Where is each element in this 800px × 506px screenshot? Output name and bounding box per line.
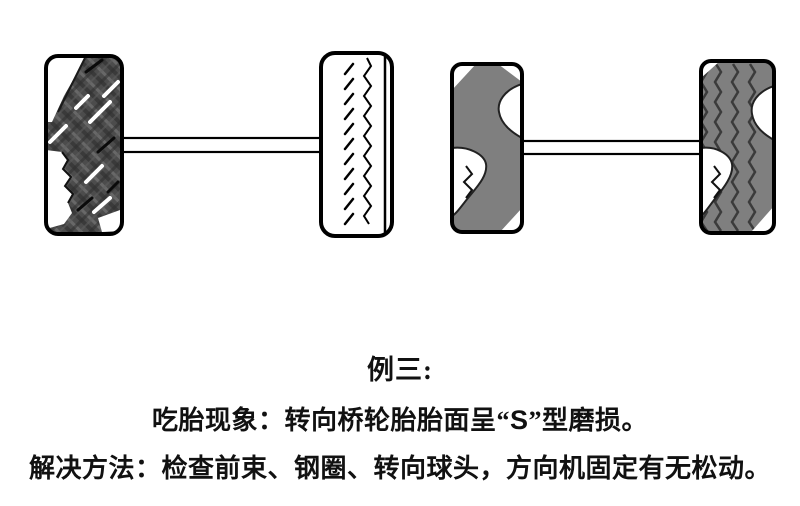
tire-wear-figure <box>44 51 776 238</box>
wear-patch-group-tire1 <box>46 57 121 232</box>
axle-shaft-left <box>119 136 324 154</box>
figure-title: 例三: <box>367 355 433 385</box>
tire-worn-gray <box>450 62 524 234</box>
tire-normal-tread <box>319 51 394 238</box>
hatch-highlight-dashes <box>48 56 120 214</box>
zigzag-wear-squiggle <box>462 165 474 199</box>
tire-worn-crosshatch <box>44 54 124 236</box>
phenomenon-text-prefix: 吃胎现象：转向桥轮胎胎面呈“ <box>151 406 510 435</box>
hatch-dark-dashes <box>76 58 120 212</box>
tread-dash-column <box>343 62 355 226</box>
phenomenon-line: 吃胎现象：转向桥轮胎胎面呈“S”型磨损。 <box>0 400 800 437</box>
tire2-outline <box>319 51 394 238</box>
tread-zigzag-line <box>362 57 373 225</box>
wear-patch-group-tire4 <box>701 61 774 231</box>
caption-block: 例三: 吃胎现象：转向桥轮胎胎面呈“S”型磨损。 解决方法：检查前束、钢圈、转向… <box>0 348 800 496</box>
wear-patch-group-tire3 <box>452 64 522 232</box>
axle-shaft-right <box>519 139 704 156</box>
tire4-outline <box>699 59 776 235</box>
zigzag-wear-edge <box>61 151 75 204</box>
zigzag-wear-squiggle <box>710 165 722 199</box>
tire-worn-tread <box>699 59 776 235</box>
phenomenon-text-suffix: ”型磨损。 <box>528 406 649 435</box>
solution-line: 解决方法：检查前束、钢圈、转向球头，方向机固定有无松动。 <box>28 454 771 483</box>
tire3-outline <box>450 62 524 234</box>
axle-diagrams-svg <box>44 51 776 238</box>
s-wear-letter: S <box>509 405 529 435</box>
tire1-outline <box>44 54 124 236</box>
